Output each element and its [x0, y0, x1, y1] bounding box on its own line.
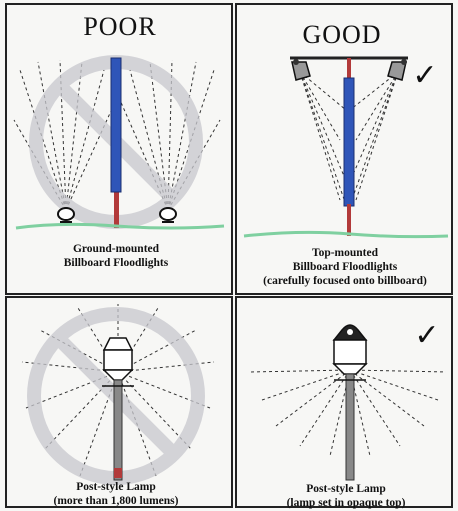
post-lamp-good	[334, 325, 366, 480]
good-heading: GOOD	[282, 20, 402, 50]
caption-line: Top-mounted	[240, 246, 450, 260]
caption-post-lamp-good: Post-style Lamp (lamp set in opaque top)	[246, 482, 446, 510]
caption-line: (more than 1,800 lumens)	[16, 494, 216, 508]
post-lamp-poor-scene	[22, 304, 214, 480]
top-billboard-panel	[344, 78, 354, 206]
top-lamp-left	[292, 59, 310, 80]
caption-line: (carefully focused onto billboard)	[240, 274, 450, 288]
top-lamp-right	[388, 59, 407, 80]
caption-top-mounted: Top-mounted Billboard Floodlights (caref…	[240, 246, 450, 288]
caption-ground-mounted: Ground-mounted Billboard Floodlights	[16, 242, 216, 270]
top-ground-line	[244, 232, 448, 236]
top-pole-upper	[347, 58, 351, 78]
billboard-pole	[114, 190, 119, 228]
ground-lamp-left	[58, 208, 74, 222]
poor-heading: POOR	[60, 12, 180, 42]
caption-line: Billboard Floodlights	[16, 256, 216, 270]
ground-line	[16, 224, 224, 228]
caption-line: Post-style Lamp	[246, 482, 446, 496]
caption-post-lamp-poor: Post-style Lamp (more than 1,800 lumens)	[16, 480, 216, 508]
ground-lamp-right	[160, 208, 176, 222]
top-pole-lower	[347, 204, 351, 236]
caption-line: Ground-mounted	[16, 242, 216, 256]
billboard-panel	[111, 58, 121, 192]
caption-line: Billboard Floodlights	[240, 260, 450, 274]
checkmark-icon-top: ✓	[410, 58, 440, 93]
caption-line: Post-style Lamp	[16, 480, 216, 494]
ground-floodlight-scene	[14, 58, 224, 228]
checkmark-icon-bottom: ✓	[412, 318, 442, 353]
caption-line: (lamp set in opaque top)	[246, 496, 446, 510]
